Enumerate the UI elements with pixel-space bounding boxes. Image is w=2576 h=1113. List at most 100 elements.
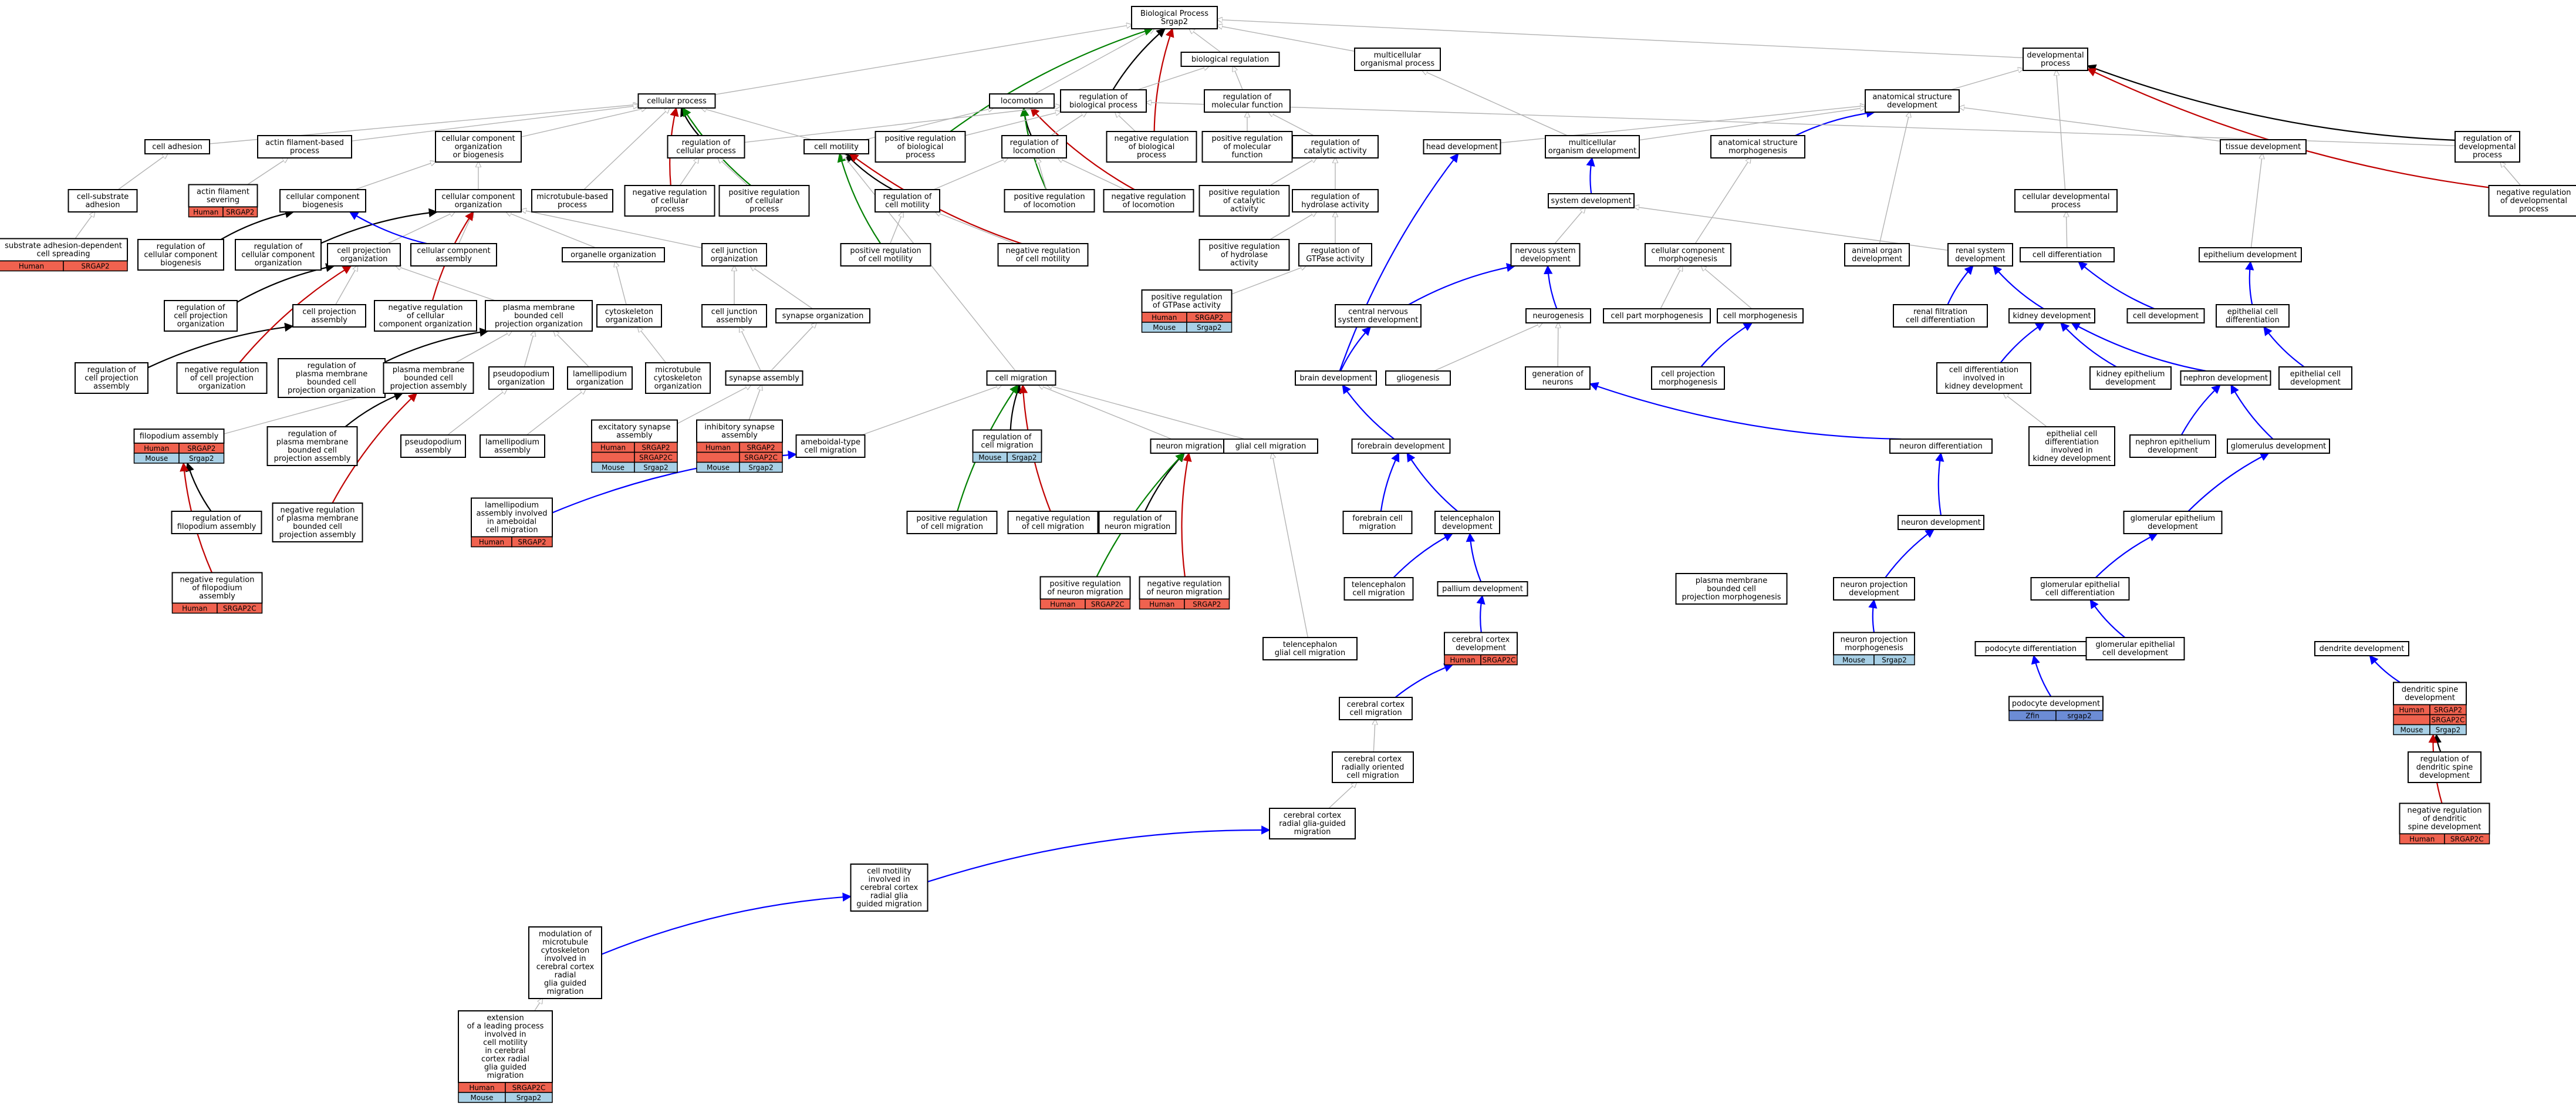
node-gliogen[interactable]: gliogenesis — [1385, 370, 1451, 386]
node-cpm[interactable]: cell part morphogenesis — [1603, 308, 1711, 323]
node-dendritedev[interactable]: dendrite development — [2314, 641, 2409, 656]
node-cellmig[interactable]: cell migration — [986, 370, 1056, 386]
node-forebrain[interactable]: forebrain development — [1351, 439, 1451, 454]
node-loco[interactable]: locomotion — [989, 93, 1055, 109]
node-glialmig[interactable]: glial cell migration — [1223, 439, 1318, 454]
node-celldev[interactable]: cell development — [2126, 308, 2205, 323]
node-kiddev[interactable]: kidney development — [2008, 308, 2095, 323]
node-orgorg[interactable]: organelle organization — [562, 247, 665, 262]
node-celldiff[interactable]: cell differentiation — [2020, 247, 2115, 262]
node-headdev[interactable]: head development — [1423, 139, 1501, 154]
node-nephdev[interactable]: nephron development — [2180, 370, 2271, 386]
node-tissuedev[interactable]: tissue development — [2220, 139, 2307, 154]
node-synorg[interactable]: synapse organization — [775, 308, 870, 323]
node-glomdev[interactable]: glomerulus development — [2227, 439, 2330, 454]
node-cellmot[interactable]: cell motility — [803, 139, 869, 154]
node-podocytediff[interactable]: podocyte differentiation — [1974, 641, 2087, 656]
node-celladh[interactable]: cell adhesion — [144, 139, 210, 154]
node-cellmorph[interactable]: cell morphogenesis — [1717, 308, 1804, 323]
